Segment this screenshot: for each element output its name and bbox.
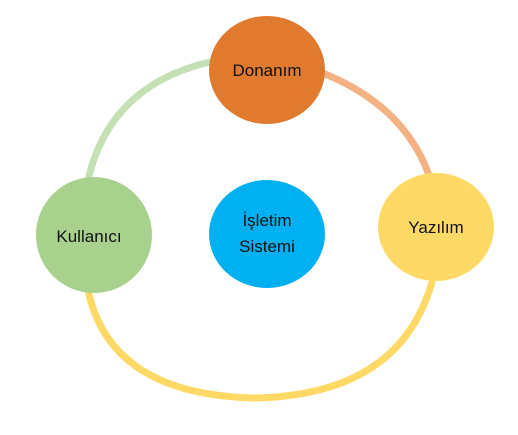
node-center: İşletim Sistemi [209,180,325,288]
node-center-label-line1: İşletim [242,211,291,230]
node-kullanici: Kullanıcı [36,177,152,293]
node-center-circle [209,180,325,288]
node-donanim: Donanım [209,16,325,124]
node-yazilim-circle [378,173,494,281]
node-kullanici-label: Kullanıcı [56,227,121,246]
node-yazilim-label: Yazılım [408,218,463,237]
node-yazilim: Yazılım [378,173,494,281]
node-kullanici-circle [36,177,152,293]
node-center-label-line2: Sistemi [239,237,295,256]
connector-donanim-to-yazilim [316,68,434,182]
node-donanim-circle [209,16,325,124]
connector-yazilim-to-kullanici [84,278,436,402]
connector-kullanici-to-donanim [84,58,214,184]
node-donanim-label: Donanım [233,61,302,80]
